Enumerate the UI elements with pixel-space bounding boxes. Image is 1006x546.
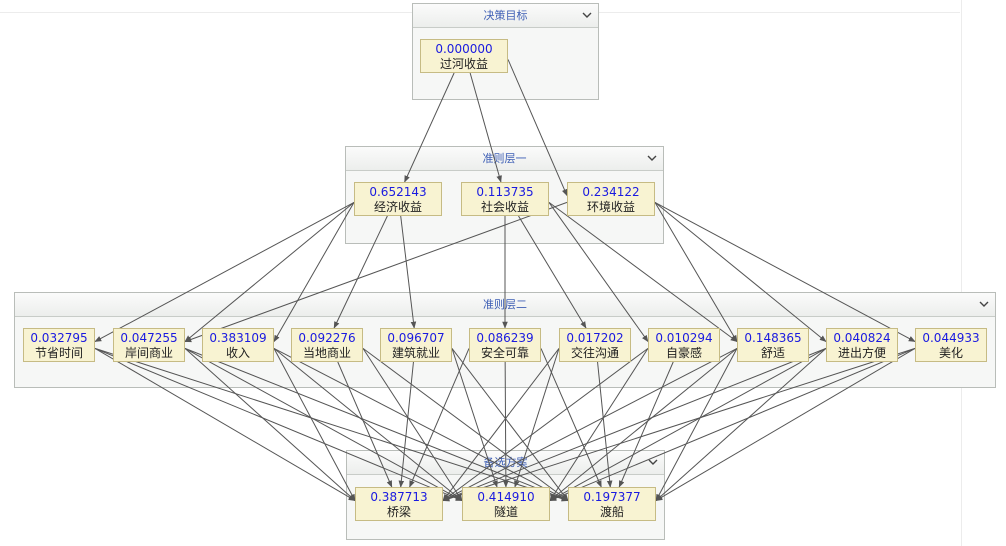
group-goal-header[interactable]: 决策目标 (413, 4, 598, 28)
node-value: 0.017202 (566, 331, 624, 345)
group-criteria-2-title: 准则层二 (483, 298, 527, 311)
chevron-down-icon[interactable] (979, 299, 989, 309)
node-label: 当地商业 (302, 346, 351, 360)
node-label: 节省时间 (34, 346, 83, 360)
node-value: 0.086239 (476, 331, 534, 345)
node-value: 0.044933 (922, 331, 980, 345)
node-label: 建筑就业 (391, 346, 440, 360)
node-value: 0.148365 (744, 331, 802, 345)
chevron-down-icon[interactable] (647, 153, 657, 163)
chevron-down-icon[interactable] (648, 457, 658, 467)
group-criteria-2-header[interactable]: 准则层二 (15, 293, 995, 317)
node-label: 收入 (225, 346, 250, 360)
node-value: 0.032795 (30, 331, 88, 345)
node-label: 进出方便 (837, 346, 886, 360)
chevron-down-icon[interactable] (582, 10, 592, 20)
node-value: 0.000000 (435, 42, 493, 56)
node-label: 隧道 (493, 505, 518, 519)
node-value: 0.096707 (387, 331, 445, 345)
node-label: 岸间商业 (124, 346, 173, 360)
group-alternatives-title: 备选方案 (483, 456, 528, 469)
node-label: 渡船 (599, 505, 624, 519)
node-value: 0.652143 (369, 185, 427, 199)
node-value: 0.092276 (298, 331, 356, 345)
node-label: 桥梁 (386, 505, 411, 519)
node-value: 0.040824 (833, 331, 891, 345)
node-value: 0.414910 (477, 490, 535, 504)
node-label: 安全可靠 (480, 346, 529, 360)
node-value: 0.383109 (209, 331, 267, 345)
group-goal-title: 决策目标 (483, 9, 528, 22)
node-label: 经济收益 (373, 200, 422, 214)
node-value: 0.387713 (370, 490, 428, 504)
divider-right (961, 0, 962, 546)
node-label: 环境收益 (586, 200, 635, 214)
node-value: 0.234122 (582, 185, 640, 199)
node-label: 舒适 (760, 346, 785, 360)
group-alternatives-header[interactable]: 备选方案 (347, 451, 664, 475)
node-value: 0.047255 (120, 331, 178, 345)
node-value: 0.113735 (476, 185, 534, 199)
node-label: 交往沟通 (570, 346, 619, 360)
node-label: 自豪感 (665, 346, 702, 360)
group-criteria-1-header[interactable]: 准则层一 (346, 147, 663, 171)
node-label: 美化 (938, 346, 963, 360)
node-value: 0.197377 (583, 490, 641, 504)
node-label: 过河收益 (439, 57, 488, 71)
node-label: 社会收益 (480, 200, 529, 214)
node-value: 0.010294 (655, 331, 713, 345)
group-criteria-1-title: 准则层一 (482, 152, 527, 165)
